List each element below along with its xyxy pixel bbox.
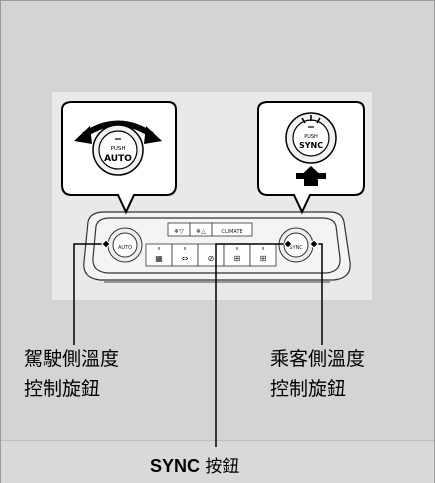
bottom-band: [1, 440, 434, 483]
panel-top-buttons: ❄▽ ❄△ CLIMATE: [167, 222, 253, 237]
callout-knob-push: PUSH: [111, 146, 126, 152]
panel-bottom-label-4: ⊞: [260, 254, 267, 263]
callout-knob-auto: AUTO: [104, 154, 132, 164]
small-knob-auto: AUTO: [118, 245, 132, 251]
sync-label-text: 按鈕: [200, 457, 240, 477]
driver-label-line2: 控制旋鈕: [24, 378, 101, 400]
passenger-label-line1: 乘客側溫度: [270, 348, 366, 370]
passenger-knob-small: SYNC: [278, 227, 314, 263]
panel-bottom-label-3: ⊞: [234, 254, 241, 263]
sync-label-bold: SYNC: [150, 456, 201, 476]
panel-bottom-label-2: ⊘: [208, 254, 215, 263]
passenger-label-line2: 控制旋鈕: [270, 378, 347, 400]
panel-top-label-0: ❄▽: [174, 228, 184, 235]
panel-top-label-2: CLIMATE: [221, 229, 242, 235]
driver-knob-callout: PUSH AUTO: [61, 101, 177, 215]
panel-bottom-label-1: ⇔: [182, 254, 189, 263]
panel-top-label-1: ❄△: [196, 228, 206, 235]
passenger-temperature-knob-label: 乘客側溫度 控制旋鈕: [270, 344, 365, 404]
driver-label-line1: 駕駛側溫度: [24, 348, 120, 370]
leader-markers: [101, 239, 319, 249]
panel-bottom-buttons: ▦ ⇔ ⊘ ⊞ ⊞: [145, 243, 277, 267]
passenger-knob-callout: PUSH SYNC: [257, 101, 365, 215]
small-knob-sync: SYNC: [289, 245, 303, 251]
callout-knob-sync: SYNC: [299, 141, 323, 150]
callout-knob-push-right: PUSH: [304, 134, 318, 140]
driver-knob-small: AUTO: [107, 227, 143, 263]
climate-button: [211, 222, 253, 237]
panel-bottom-label-0: ▦: [155, 254, 163, 263]
driver-temperature-knob-label: 駕駛側溫度 控制旋鈕: [24, 344, 119, 404]
sync-button-label: SYNC 按鈕: [150, 451, 239, 482]
